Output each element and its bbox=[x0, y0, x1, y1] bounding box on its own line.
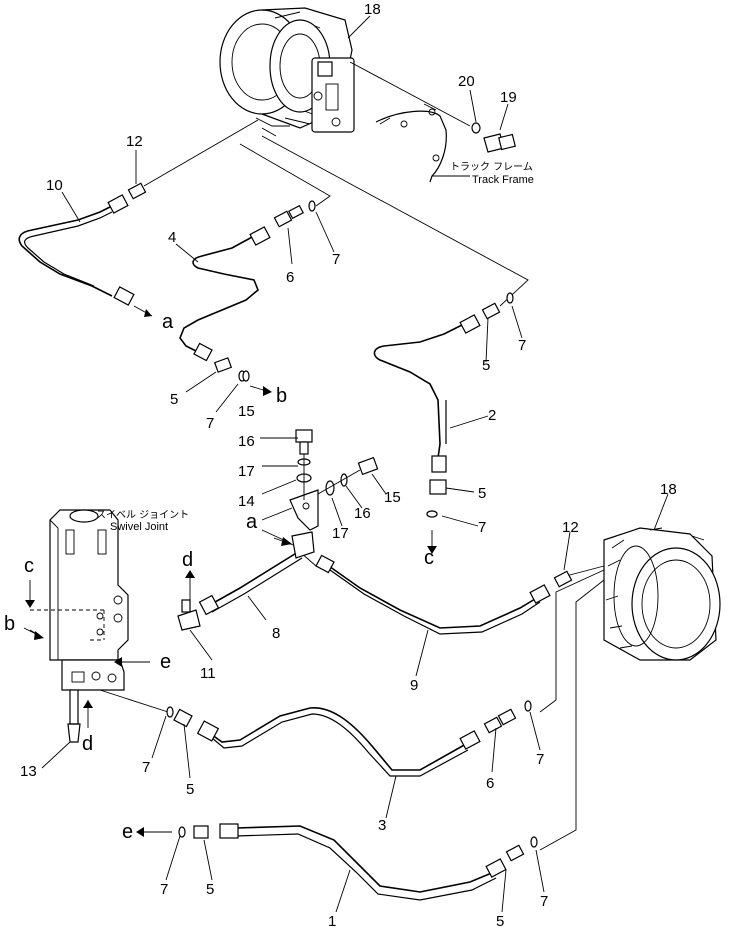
callout-7-a: 7 bbox=[332, 251, 340, 268]
callout-10: 10 bbox=[46, 177, 63, 194]
callout-4: 4 bbox=[168, 229, 176, 246]
callout-16-a: 16 bbox=[238, 433, 255, 450]
callout-5-a: 5 bbox=[170, 391, 178, 408]
leader-lines bbox=[29, 119, 605, 851]
callout-13: 13 bbox=[20, 763, 37, 780]
callout-7-g: 7 bbox=[160, 881, 168, 898]
letter-c-2: c bbox=[24, 555, 34, 577]
callout-2: 2 bbox=[488, 407, 496, 424]
swivel-joint-label-en: Swivel Joint bbox=[110, 521, 168, 533]
callout-6-bottom: 6 bbox=[486, 775, 494, 792]
fitting-13 bbox=[67, 689, 81, 743]
connection-arrows bbox=[23, 305, 437, 837]
callout-7-b: 7 bbox=[206, 415, 214, 432]
track-frame-bracket bbox=[349, 61, 471, 183]
callout-18-bottom: 18 bbox=[660, 481, 677, 498]
callout-5-b: 5 bbox=[482, 357, 490, 374]
letter-b-1: b bbox=[276, 385, 287, 407]
pipe-8 bbox=[207, 551, 299, 607]
pipe-10 bbox=[18, 205, 113, 297]
letter-a-1: a bbox=[162, 311, 174, 333]
callout-17-b: 17 bbox=[332, 525, 349, 542]
callout-18-top: 18 bbox=[364, 1, 381, 18]
callout-16-b: 16 bbox=[354, 505, 371, 522]
callout-12-bottom: 12 bbox=[562, 519, 579, 536]
callout-9: 9 bbox=[410, 677, 418, 694]
callout-11: 11 bbox=[200, 665, 216, 682]
callout-17-a: 17 bbox=[238, 463, 255, 480]
letter-d-1: d bbox=[182, 549, 193, 571]
callout-numbers: 18 20 19 12 10 4 6 7 5 7 5 7 2 5 7 15 16… bbox=[20, 1, 677, 928]
track-frame-label-en: Track Frame bbox=[472, 174, 534, 186]
o-rings bbox=[242, 370, 438, 518]
callout-1: 1 bbox=[328, 913, 336, 928]
letter-d-2: d bbox=[82, 733, 93, 755]
callout-5-d: 5 bbox=[186, 781, 194, 798]
letter-b-2: b bbox=[4, 613, 15, 635]
pipe-9 bbox=[325, 563, 541, 629]
letter-e-2: e bbox=[122, 821, 133, 843]
callout-15-b: 15 bbox=[384, 489, 401, 506]
letter-c-1: c bbox=[424, 547, 434, 569]
swivel-joint-label-jp: スイベル ジョイント bbox=[96, 509, 189, 521]
swivel-joint bbox=[30, 509, 129, 691]
callout-5-c: 5 bbox=[478, 485, 486, 502]
callout-leaders bbox=[41, 15, 669, 913]
callout-7-f: 7 bbox=[536, 751, 544, 768]
callout-19: 19 bbox=[500, 89, 517, 106]
track-frame-label-jp: トラック フレーム bbox=[450, 161, 533, 173]
pipe-1 bbox=[235, 825, 495, 893]
callout-7-c: 7 bbox=[518, 337, 526, 354]
connection-letters: a b c a d c b e d e bbox=[4, 311, 434, 843]
callout-6-top: 6 bbox=[286, 269, 294, 286]
callout-14: 14 bbox=[238, 493, 255, 510]
bolt-19 bbox=[483, 133, 516, 153]
callout-7-h: 7 bbox=[540, 893, 548, 910]
travel-motor-top bbox=[219, 7, 355, 137]
travel-motor-bottom bbox=[603, 527, 721, 661]
washer-20 bbox=[471, 122, 481, 134]
callout-8: 8 bbox=[272, 625, 280, 642]
callout-5-e: 5 bbox=[206, 881, 214, 898]
callout-20: 20 bbox=[458, 73, 475, 90]
callout-5-f: 5 bbox=[496, 913, 504, 928]
fittings bbox=[107, 182, 573, 878]
pipe-3 bbox=[207, 707, 467, 771]
callout-12-top: 12 bbox=[126, 133, 143, 150]
callout-7-d: 7 bbox=[478, 519, 486, 536]
callout-15-a: 15 bbox=[238, 403, 255, 420]
letter-a-2: a bbox=[246, 511, 258, 533]
bracket-14 bbox=[289, 429, 379, 531]
callout-7-e: 7 bbox=[142, 759, 150, 776]
pipe-4 bbox=[179, 235, 259, 353]
pipe-2 bbox=[373, 323, 465, 459]
letter-e-1: e bbox=[160, 651, 171, 673]
callout-3: 3 bbox=[378, 817, 386, 834]
